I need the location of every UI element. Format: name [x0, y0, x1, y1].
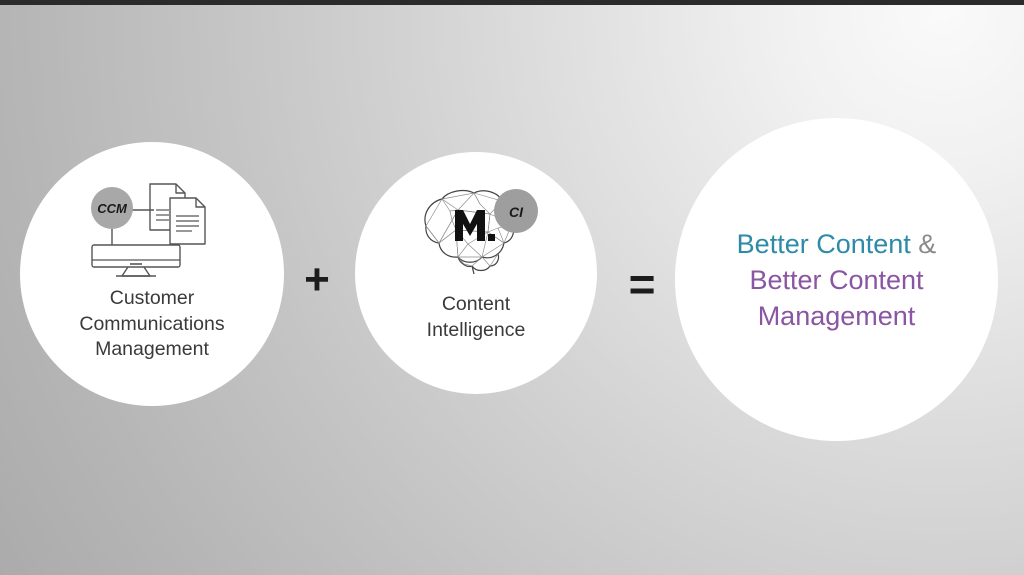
result-line-1: Better Content & — [701, 226, 972, 262]
circle-ci[interactable]: CI Content Intelligence — [355, 152, 597, 394]
ci-badge-circle — [494, 189, 538, 233]
monitor-documents-icon: CCM — [91, 183, 206, 277]
result-line-2: Better Content — [749, 264, 924, 295]
result-line-1-primary: Better Content — [736, 228, 911, 259]
result-ampersand: & — [918, 228, 937, 259]
result-text-block: Better Content & Better Content Manageme… — [675, 226, 998, 334]
m-logo-mark — [455, 210, 495, 241]
circle-ccm-label: Customer Communications Management — [20, 286, 284, 363]
ci-badge-text: CI — [509, 204, 524, 220]
top-edge-strip — [0, 0, 1024, 5]
circle-ccm[interactable]: CCM Customer Communications Management — [20, 142, 284, 406]
equals-operator: = — [628, 258, 656, 310]
ccm-badge-circle — [91, 187, 133, 229]
ccm-badge-text: CCM — [97, 201, 128, 216]
ci-label-line-1: Content — [441, 293, 511, 315]
circle-ci-label: Content Intelligence — [355, 292, 597, 343]
result-line-3: Management — [757, 300, 916, 331]
ccm-label-line-2: Communications — [79, 312, 225, 335]
brain-mesh-icon: CI — [424, 189, 538, 275]
ci-label-line-2: Intelligence — [426, 318, 526, 341]
circle-result[interactable]: Better Content & Better Content Manageme… — [675, 118, 998, 441]
ccm-label-line-3: Management — [95, 338, 209, 360]
plus-operator: + — [304, 255, 330, 304]
ccm-label-line-1: Customer — [109, 287, 195, 309]
